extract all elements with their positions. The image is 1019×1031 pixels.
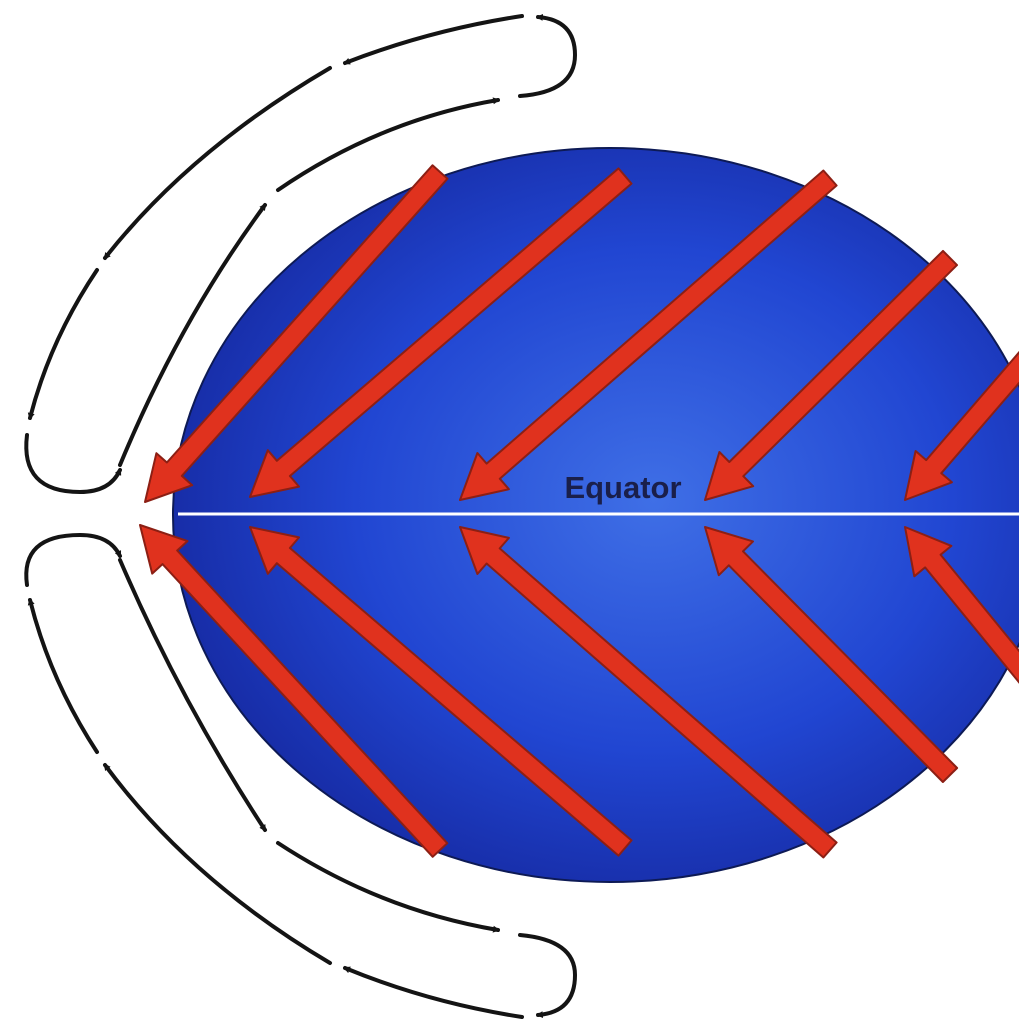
- south-cell-segment-6: [30, 600, 97, 752]
- north-cell-segment-7: [26, 435, 120, 492]
- south-cell-segment-4: [345, 968, 522, 1017]
- north-cell-segment-3: [520, 17, 575, 96]
- north-cell-segment-5: [105, 68, 330, 258]
- south-cell-segment-7: [26, 535, 120, 585]
- north-cell-segment-4: [345, 16, 522, 63]
- south-cell-segment-5: [105, 765, 330, 963]
- south-cell-segment-3: [520, 935, 575, 1015]
- equator-label: Equator: [564, 470, 681, 505]
- north-cell-segment-6: [30, 270, 97, 418]
